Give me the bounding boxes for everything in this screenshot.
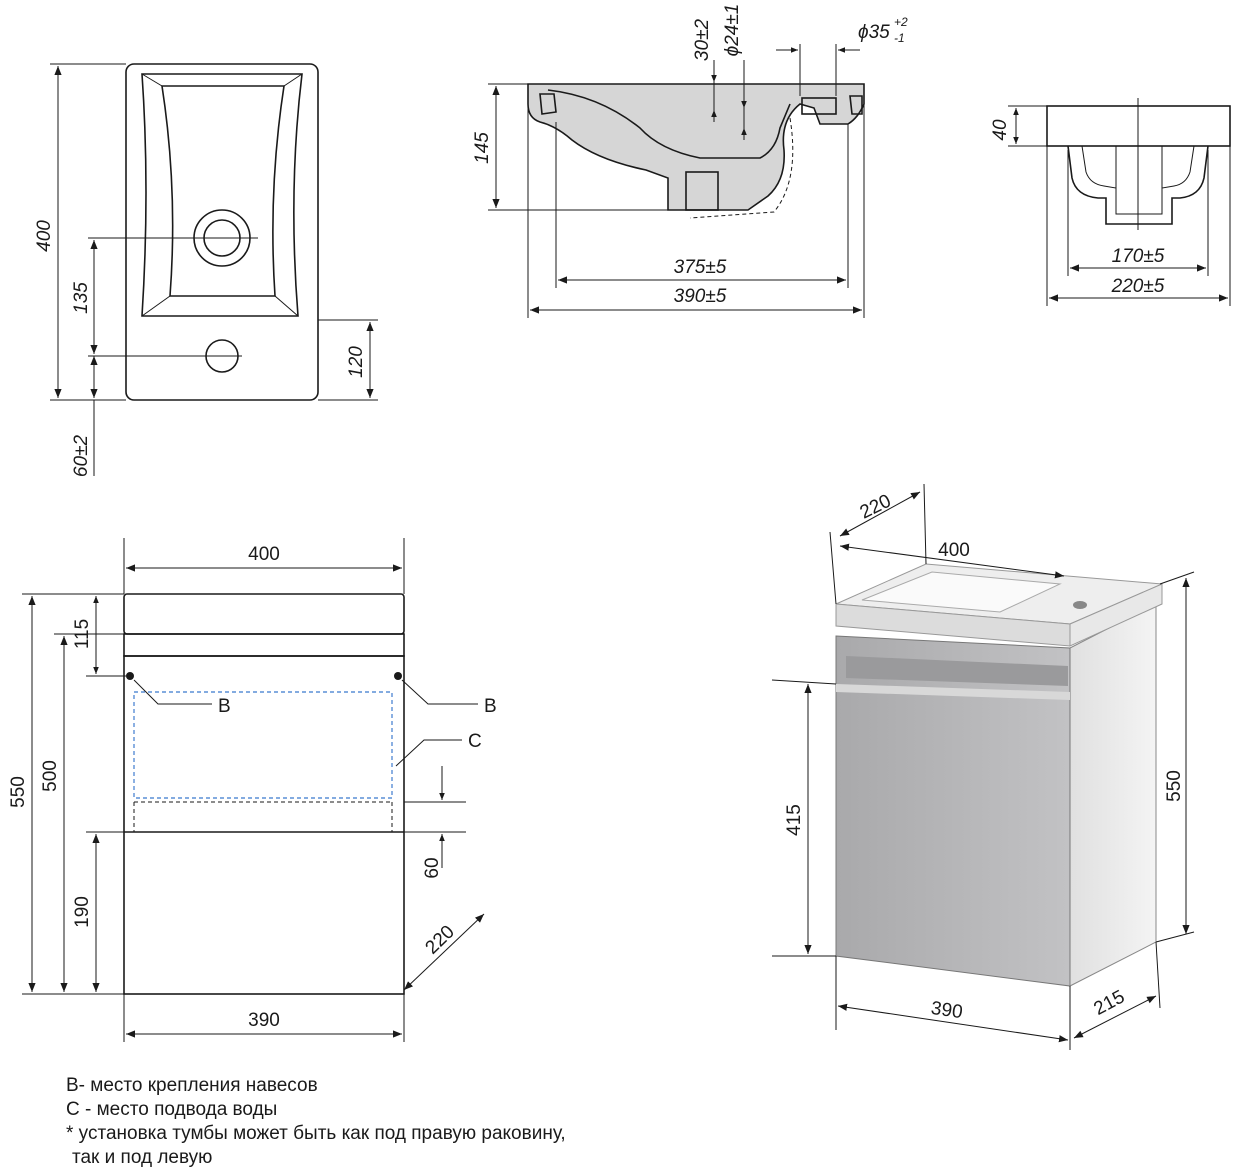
iso-dim-400: 400: [938, 540, 970, 561]
dim-front-500: 500: [40, 760, 61, 792]
mount-point-right: [394, 672, 402, 680]
label-b-right: B: [484, 696, 497, 717]
sink-outline: [125, 63, 319, 401]
dim-170-label: 170±5: [1112, 246, 1165, 267]
cabinet-top-band: [123, 633, 405, 657]
legend-note-2: так и под левую: [72, 1147, 213, 1168]
iso-tap-hole: [1073, 601, 1087, 609]
legend-line-b: B- место крепления навесов: [66, 1075, 318, 1096]
dim-front-400: 400: [248, 544, 280, 565]
dim-35-tol-upper: +2: [894, 15, 908, 29]
dim-60-label: 60±2: [71, 435, 92, 478]
dim-front-550: 550: [8, 776, 29, 808]
iso-dim-390: 390: [930, 998, 964, 1023]
dim-30-label: 30±2: [692, 19, 713, 62]
dim-375-label: 375±5: [674, 257, 727, 278]
label-b-left: B: [218, 696, 231, 717]
dim-390-label: 390±5: [674, 286, 727, 307]
iso-dim-220: 220: [857, 491, 895, 524]
label-c: C: [468, 731, 482, 752]
dim-400-label: 400: [34, 220, 55, 252]
iso-dim-550: 550: [1164, 770, 1185, 802]
iso-dim-215: 215: [1090, 986, 1128, 1019]
dim-24-label: ϕ24±1: [722, 4, 743, 57]
bowl-inner: [161, 85, 285, 297]
bowl-profile: [1067, 145, 1209, 225]
sink-slab: [123, 593, 405, 635]
legend-note-1: * установка тумбы может быть как под пра…: [66, 1123, 566, 1144]
dim-220-label: 220±5: [1111, 276, 1165, 297]
iso-side: [1069, 603, 1157, 987]
cabinet-body: [123, 655, 405, 995]
dim-35-label: ϕ35: [858, 22, 890, 43]
sink-top-view: 400 135 60±2 120: [34, 63, 378, 478]
mount-point-left: [126, 672, 134, 680]
dim-120-label: 120: [346, 346, 367, 378]
iso-bowl: [861, 571, 1062, 613]
legend: B- место крепления навесов C - место под…: [66, 1074, 566, 1170]
dim-145-label: 145: [472, 132, 493, 164]
legend-line-c: C - место подвода воды: [66, 1099, 278, 1120]
dim-front-115: 115: [72, 619, 93, 649]
dim-front-60: 60: [422, 857, 443, 878]
sink-side-section: 30±2 ϕ24±1 ϕ35 +2 -1 145 375±5 390±5: [472, 4, 908, 318]
section-body: [527, 83, 865, 211]
dim-front-220: 220: [421, 921, 458, 958]
dim-135-label: 135: [71, 282, 92, 314]
sink-end-view: 40 170±5 220±5: [990, 98, 1231, 306]
dim-front-190: 190: [72, 896, 93, 928]
cabinet-iso-view: 220 400 550 415 390 215: [771, 483, 1195, 1050]
water-zone-c: [133, 691, 393, 799]
dim-40-label: 40: [990, 119, 1011, 141]
cabinet-front-elevation: B B C 400 390 550 500 115 190: [8, 538, 497, 1042]
dim-front-390: 390: [248, 1010, 280, 1031]
dim-35-tol-lower: -1: [894, 31, 905, 45]
iso-dim-415: 415: [784, 804, 805, 836]
